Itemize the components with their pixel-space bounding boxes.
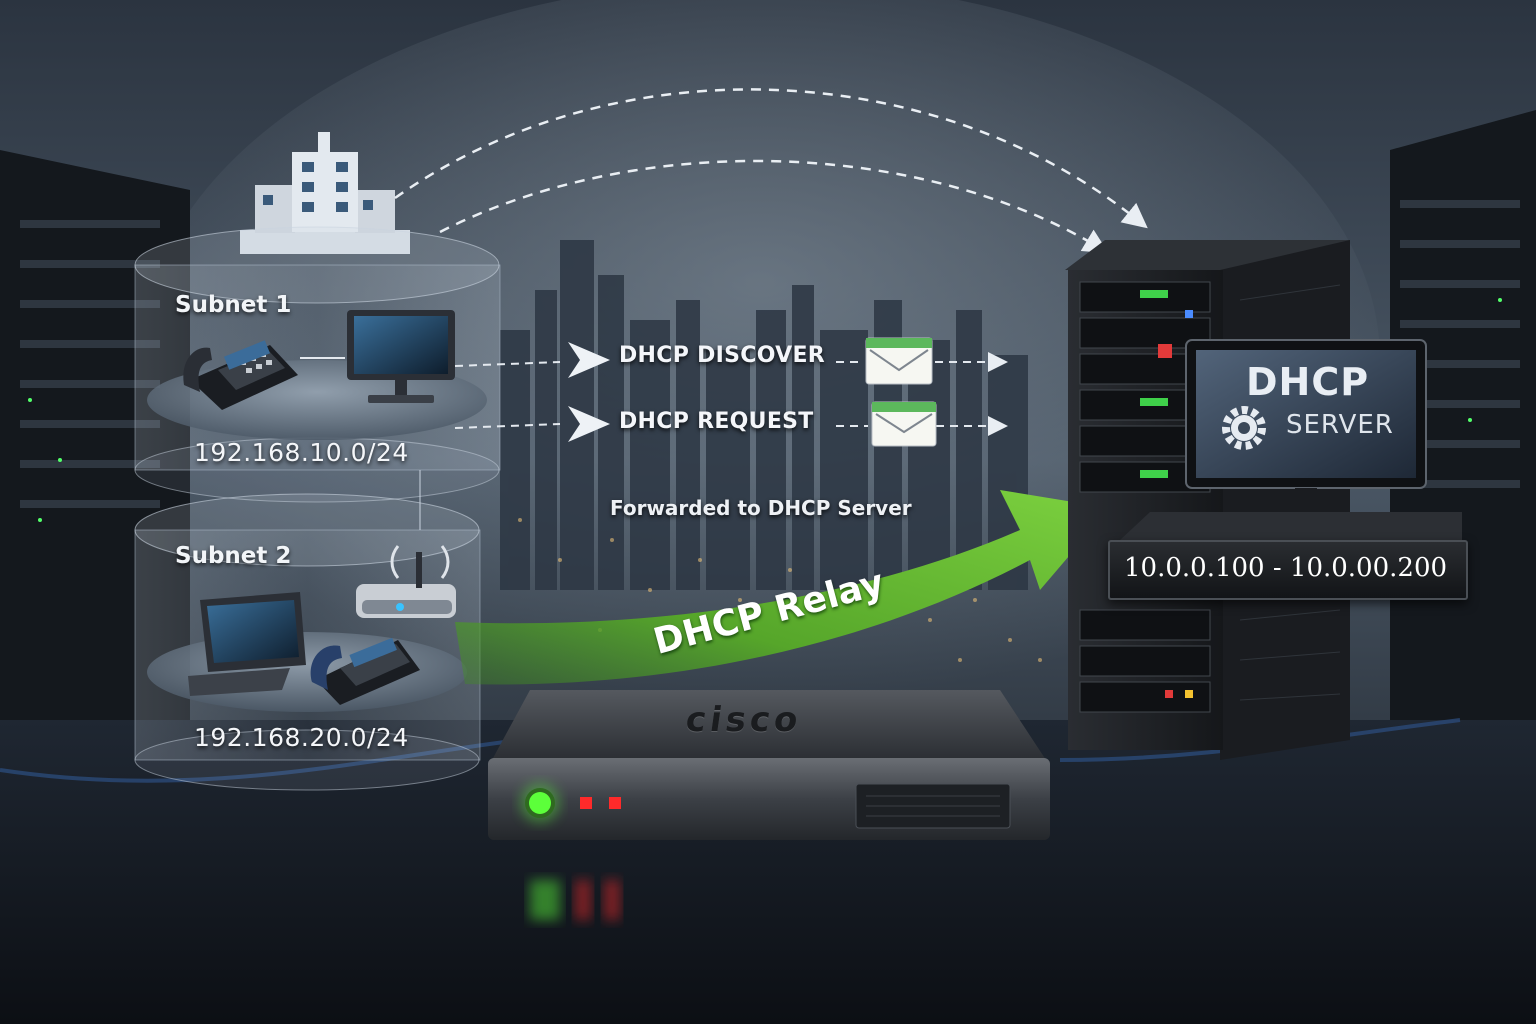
dashed-arc-arrows (394, 88, 1148, 254)
subnet-1-label: Subnet 1 (175, 292, 292, 318)
cisco-router (488, 690, 1050, 840)
subnet-1-network: 192.168.10.0/24 (194, 438, 409, 467)
envelope-icon-discover (865, 337, 933, 385)
background-rack-right (1390, 110, 1536, 770)
router-reflection (530, 880, 620, 920)
chevron-arrow-icon (568, 342, 610, 442)
cisco-logo-text: cisco (683, 700, 805, 740)
dhcp-discover-label: DHCP DISCOVER (619, 343, 826, 368)
status-led-green (520, 783, 560, 823)
forwarded-label: Forwarded to DHCP Server (610, 496, 912, 520)
subnet-2-label: Subnet 2 (175, 543, 292, 569)
envelope-icon-request (871, 401, 937, 447)
dhcp-request-label: DHCP REQUEST (619, 409, 814, 434)
server-screen-subtitle: SERVER (1286, 410, 1394, 440)
address-range-box (1108, 540, 1468, 600)
address-range-label: 10.0.0.100 - 10.0.00.200 (1124, 553, 1448, 583)
gear-icon (1222, 406, 1266, 450)
building-icon (240, 132, 410, 254)
status-led-red-2 (609, 797, 621, 809)
subnet-1-cylinder (134, 226, 501, 503)
server-monitor (1120, 339, 1462, 540)
subnet-2-network: 192.168.20.0/24 (194, 723, 409, 752)
ip-phone-icon (183, 340, 298, 410)
wireless-router-icon (356, 545, 456, 618)
desktop-monitor-icon (347, 310, 455, 403)
server-screen-title: DHCP (1246, 360, 1370, 404)
laptop-icon (188, 592, 306, 696)
status-led-red (580, 797, 592, 809)
relay-arrow (455, 490, 1110, 685)
city-skyline (500, 240, 1028, 590)
ip-phone-icon-2 (310, 637, 420, 705)
flow-lines (300, 352, 1008, 436)
